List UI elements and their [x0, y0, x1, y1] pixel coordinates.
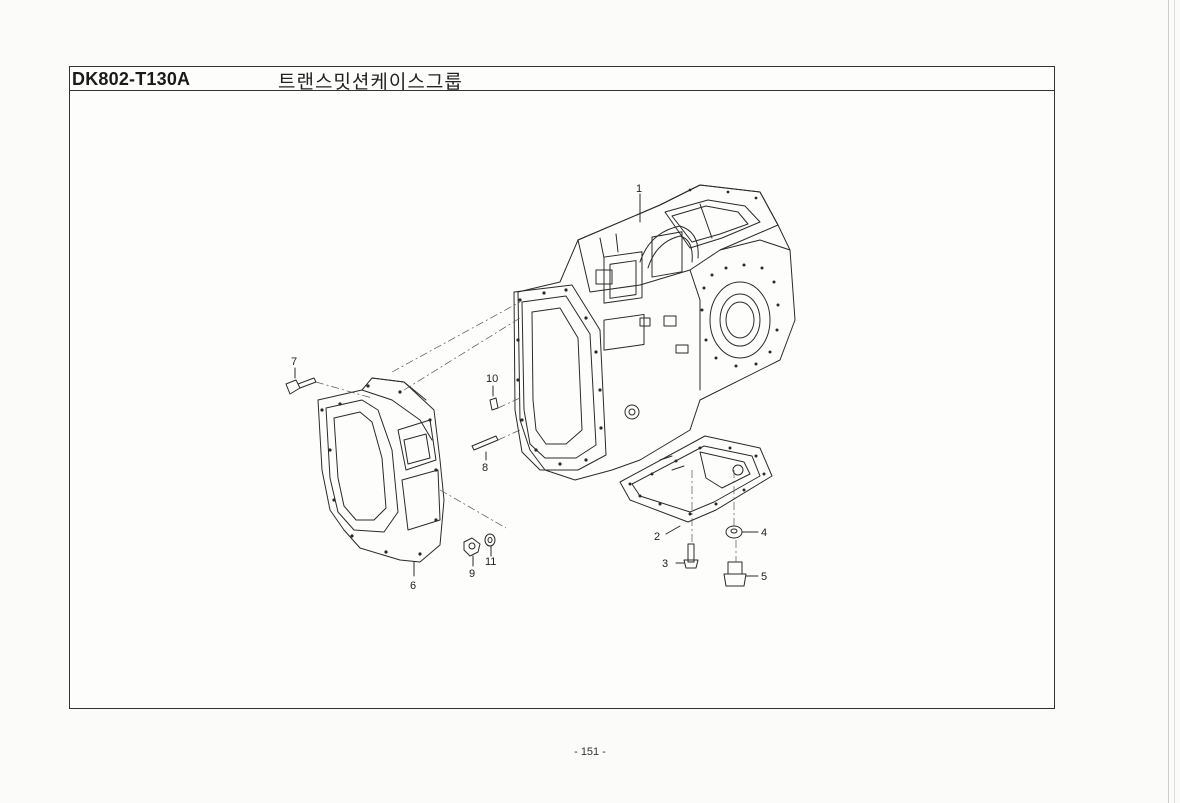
callout-2: 2 [654, 531, 660, 543]
dowel-pin-part-10 [489, 385, 499, 411]
callout-8: 8 [482, 462, 488, 474]
header-row: DK802-T130A 트랜스밋션케이스그룹 [70, 67, 1054, 93]
callout-10: 10 [486, 373, 498, 385]
group-title: 트랜스밋션케이스그룹 [278, 71, 463, 93]
diagram-frame: DK802-T130A 트랜스밋션케이스그룹 [69, 66, 1055, 709]
front-cover-part [317, 377, 445, 577]
callout-11: 11 [485, 556, 496, 568]
page-number: - 151 - [574, 746, 606, 758]
nut-part-9 [463, 537, 481, 567]
bottom-cover-part [619, 435, 773, 535]
bolt-part-3 [675, 543, 699, 569]
bolt-part-7 [285, 367, 317, 395]
stud-part-8 [471, 435, 499, 461]
washer-part-11 [484, 533, 496, 557]
transmission-case-part [513, 184, 796, 481]
callout-4: 4 [761, 527, 767, 539]
scan-edge-line [1168, 0, 1169, 803]
callout-9: 9 [469, 568, 475, 580]
callout-7: 7 [291, 356, 297, 368]
washer-part-4 [725, 525, 759, 539]
callout-1: 1 [636, 183, 642, 195]
drain-plug-part-5 [723, 561, 759, 587]
callout-6: 6 [410, 580, 416, 592]
model-code: DK802-T130A [72, 69, 191, 89]
callout-3: 3 [662, 558, 668, 570]
callout-5: 5 [761, 571, 767, 583]
scan-edge-line [1174, 0, 1175, 803]
